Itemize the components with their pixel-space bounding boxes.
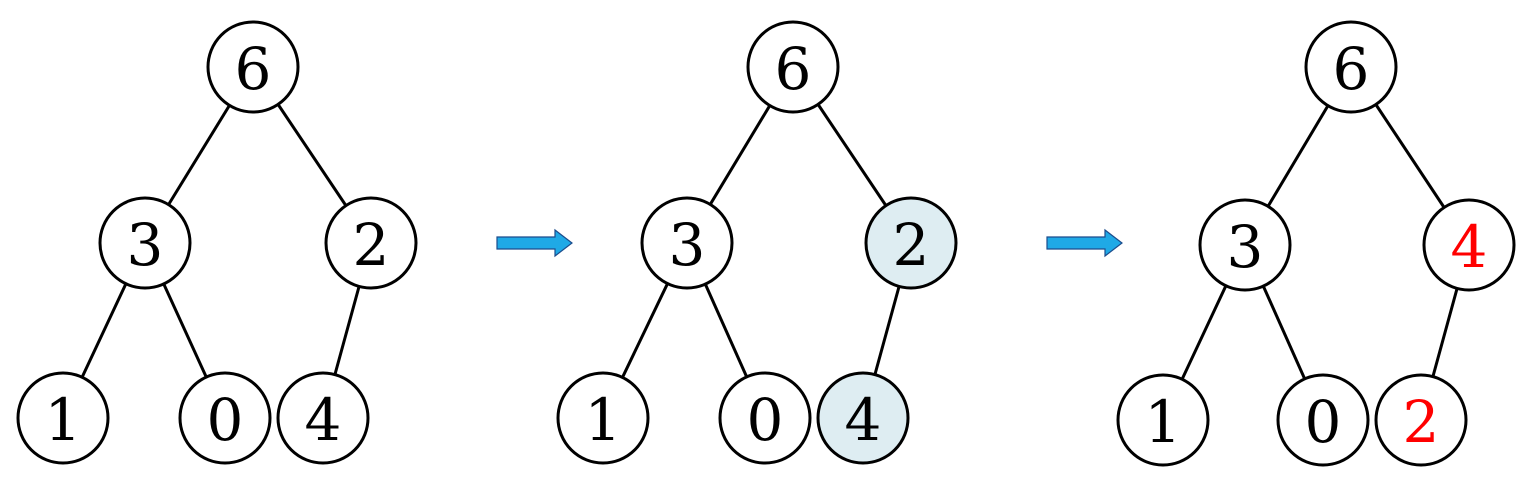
node-label: 1	[45, 386, 82, 454]
node-circle	[816, 371, 910, 465]
right-arrow-icon	[496, 228, 573, 258]
node-label: 6	[235, 35, 272, 103]
node-label: 0	[747, 386, 784, 454]
node-circle	[98, 196, 192, 290]
tree-edge	[1431, 288, 1459, 377]
tree-node: 0	[718, 371, 812, 465]
node-label: 0	[1305, 388, 1342, 456]
node-circle	[324, 196, 418, 290]
tree-edge	[333, 286, 361, 375]
node-circle	[640, 196, 734, 290]
tree-edge	[816, 103, 888, 207]
tree-edge	[1180, 285, 1228, 380]
tree-edge	[1261, 285, 1307, 380]
tree-node: 2	[1374, 373, 1468, 467]
node-circle	[1116, 373, 1210, 467]
node-circle	[1304, 20, 1398, 114]
tree-edge	[708, 104, 772, 206]
node-circle	[1422, 198, 1516, 292]
tree-node: 1	[556, 371, 650, 465]
node-label: 1	[1145, 388, 1182, 456]
tree-node: 6	[746, 20, 840, 114]
tree-node: 1	[1116, 373, 1210, 467]
node-circle	[746, 20, 840, 114]
node-label: 6	[1333, 35, 1370, 103]
tree-node: 3	[98, 196, 192, 290]
tree-edge	[621, 282, 669, 379]
tree-edge	[1266, 104, 1330, 208]
tree-node: 3	[1198, 198, 1292, 292]
node-circle	[1198, 198, 1292, 292]
tree-node: 4	[816, 371, 910, 465]
node-label: 3	[669, 211, 706, 279]
tree-node: 2	[324, 196, 418, 290]
tree-node: 6	[1304, 20, 1398, 114]
tree-node: 4	[1422, 198, 1516, 292]
node-label: 2	[353, 211, 390, 279]
tree-edge	[703, 283, 749, 378]
tree-edge	[1374, 103, 1446, 209]
tree-edge	[873, 286, 901, 375]
node-label: 3	[127, 211, 164, 279]
tree-node: 0	[1276, 373, 1370, 467]
node-circle	[556, 371, 650, 465]
node-circle	[864, 196, 958, 290]
node-circle	[1276, 373, 1370, 467]
node-circle	[718, 371, 812, 465]
node-circle	[16, 371, 110, 465]
tree-edge	[276, 103, 348, 207]
tree-node: 6	[206, 20, 300, 114]
tree-node: 1	[16, 371, 110, 465]
node-circle	[276, 371, 370, 465]
node-label: 3	[1227, 213, 1264, 281]
node-circle	[178, 371, 272, 465]
tree-node: 0	[178, 371, 272, 465]
tree-edge	[162, 283, 208, 378]
tree-node: 3	[640, 196, 734, 290]
right-arrow-icon	[1046, 228, 1123, 258]
node-label: 4	[1451, 213, 1488, 281]
tree-edge	[80, 283, 128, 378]
tree-node: 2	[864, 196, 958, 290]
node-label: 6	[775, 35, 812, 103]
node-label: 4	[845, 386, 882, 454]
node-label: 0	[207, 386, 244, 454]
node-label: 4	[305, 386, 342, 454]
node-label: 1	[585, 386, 622, 454]
tree-edge	[167, 104, 231, 206]
node-label: 2	[1403, 388, 1440, 456]
node-label: 2	[893, 211, 930, 279]
node-circle	[206, 20, 300, 114]
node-circle	[1374, 373, 1468, 467]
tree-node: 4	[276, 371, 370, 465]
